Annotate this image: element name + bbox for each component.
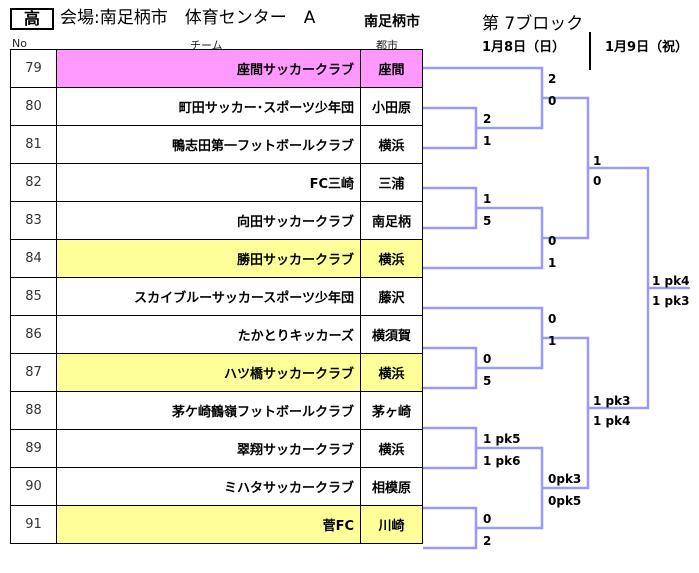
- team-city: 横浜: [360, 353, 423, 392]
- venue-city: 南足柄市: [364, 14, 420, 30]
- score-r2-c-top: 0: [548, 312, 557, 326]
- team-number: 86: [10, 315, 57, 354]
- team-name: ハツ橋サッカークラブ: [56, 353, 361, 392]
- team-number: 85: [10, 277, 57, 316]
- team-city: 小田原: [360, 87, 423, 126]
- team-name: 向田サッカークラブ: [56, 201, 361, 240]
- score-r1-86-87-bottom: 5: [483, 374, 492, 388]
- team-number: 82: [10, 163, 57, 202]
- score-final-bottom: 1 pk3: [652, 294, 690, 308]
- score-r2-a-top: 2: [548, 72, 557, 86]
- bracket-final: [588, 166, 650, 410]
- bracket-sf-2: [542, 336, 590, 490]
- score-r1-80-81-bottom: 1: [483, 134, 492, 148]
- score-r1-88-89-top: 1 pk5: [483, 432, 521, 446]
- col-header-no: No: [12, 37, 27, 50]
- score-r1-82-83-top: 1: [483, 192, 492, 206]
- col-header-team: チーム: [190, 39, 223, 52]
- score-sf1-top: 1: [593, 154, 602, 168]
- score-r1-82-83-bottom: 5: [483, 214, 492, 228]
- team-name: 菅FC: [56, 505, 361, 544]
- team-city: 相模原: [360, 467, 423, 506]
- col-header-city: 都市: [376, 39, 398, 52]
- team-city: 横浜: [360, 125, 423, 164]
- team-city: 茅ヶ崎: [360, 391, 423, 430]
- bracket-r1-82-83: [423, 186, 478, 230]
- team-city: 川崎: [360, 505, 423, 544]
- team-city: 横浜: [360, 429, 423, 468]
- team-name: 翠翔サッカークラブ: [56, 429, 361, 468]
- team-city: 座間: [360, 49, 423, 88]
- date-divider: [589, 32, 591, 70]
- score-sf2-bottom: 1 pk4: [593, 414, 631, 428]
- team-number: 87: [10, 353, 57, 392]
- score-sf2-top: 1 pk3: [593, 394, 631, 408]
- block-title: 第 7ブロック: [482, 14, 584, 34]
- score-r1-88-89-bottom: 1 pk6: [483, 454, 521, 468]
- bracket-r1-88-89: [423, 426, 478, 470]
- team-number: 80: [10, 87, 57, 126]
- team-city: 藤沢: [360, 277, 423, 316]
- team-name: 座間サッカークラブ: [56, 49, 361, 88]
- score-r2-a-bottom: 0: [548, 94, 557, 108]
- score-r2-b-bottom: 1: [548, 256, 557, 270]
- score-r2-d-bottom: 0pk5: [548, 494, 582, 508]
- team-name: 茅ケ崎鶴嶺フットボールクラブ: [56, 391, 361, 430]
- team-name: ミハタサッカークラブ: [56, 467, 361, 506]
- score-r1-86-87-top: 0: [483, 352, 492, 366]
- team-name: 鴨志田第一フットボールクラブ: [56, 125, 361, 164]
- bracket-r1-86-87: [423, 346, 478, 390]
- team-city: 横須賀: [360, 315, 423, 354]
- category-badge: 高: [10, 8, 54, 30]
- date-round1: 1月8日（日）: [482, 40, 566, 55]
- bracket-r1-90-91: [423, 506, 478, 550]
- team-city: 三浦: [360, 163, 423, 202]
- date-round2: 1月9日（祝）: [605, 40, 689, 55]
- team-city: 南足柄: [360, 201, 423, 240]
- score-r1-90-91-bottom: 2: [483, 534, 492, 548]
- score-r2-c-bottom: 1: [548, 334, 557, 348]
- team-number: 90: [10, 467, 57, 506]
- bracket-sf-1: [542, 96, 590, 240]
- venue-title: 会場:南足柄市 体育センター A: [60, 8, 316, 28]
- score-sf1-bottom: 0: [593, 174, 602, 188]
- score-final-top: 1 pk4: [652, 274, 690, 288]
- score-r1-90-91-top: 0: [483, 512, 492, 526]
- score-r1-80-81-top: 2: [483, 112, 492, 126]
- score-r2-d-top: 0pk3: [548, 472, 582, 486]
- bracket-r1-80-81: [423, 106, 478, 150]
- score-r2-b-top: 0: [548, 234, 557, 248]
